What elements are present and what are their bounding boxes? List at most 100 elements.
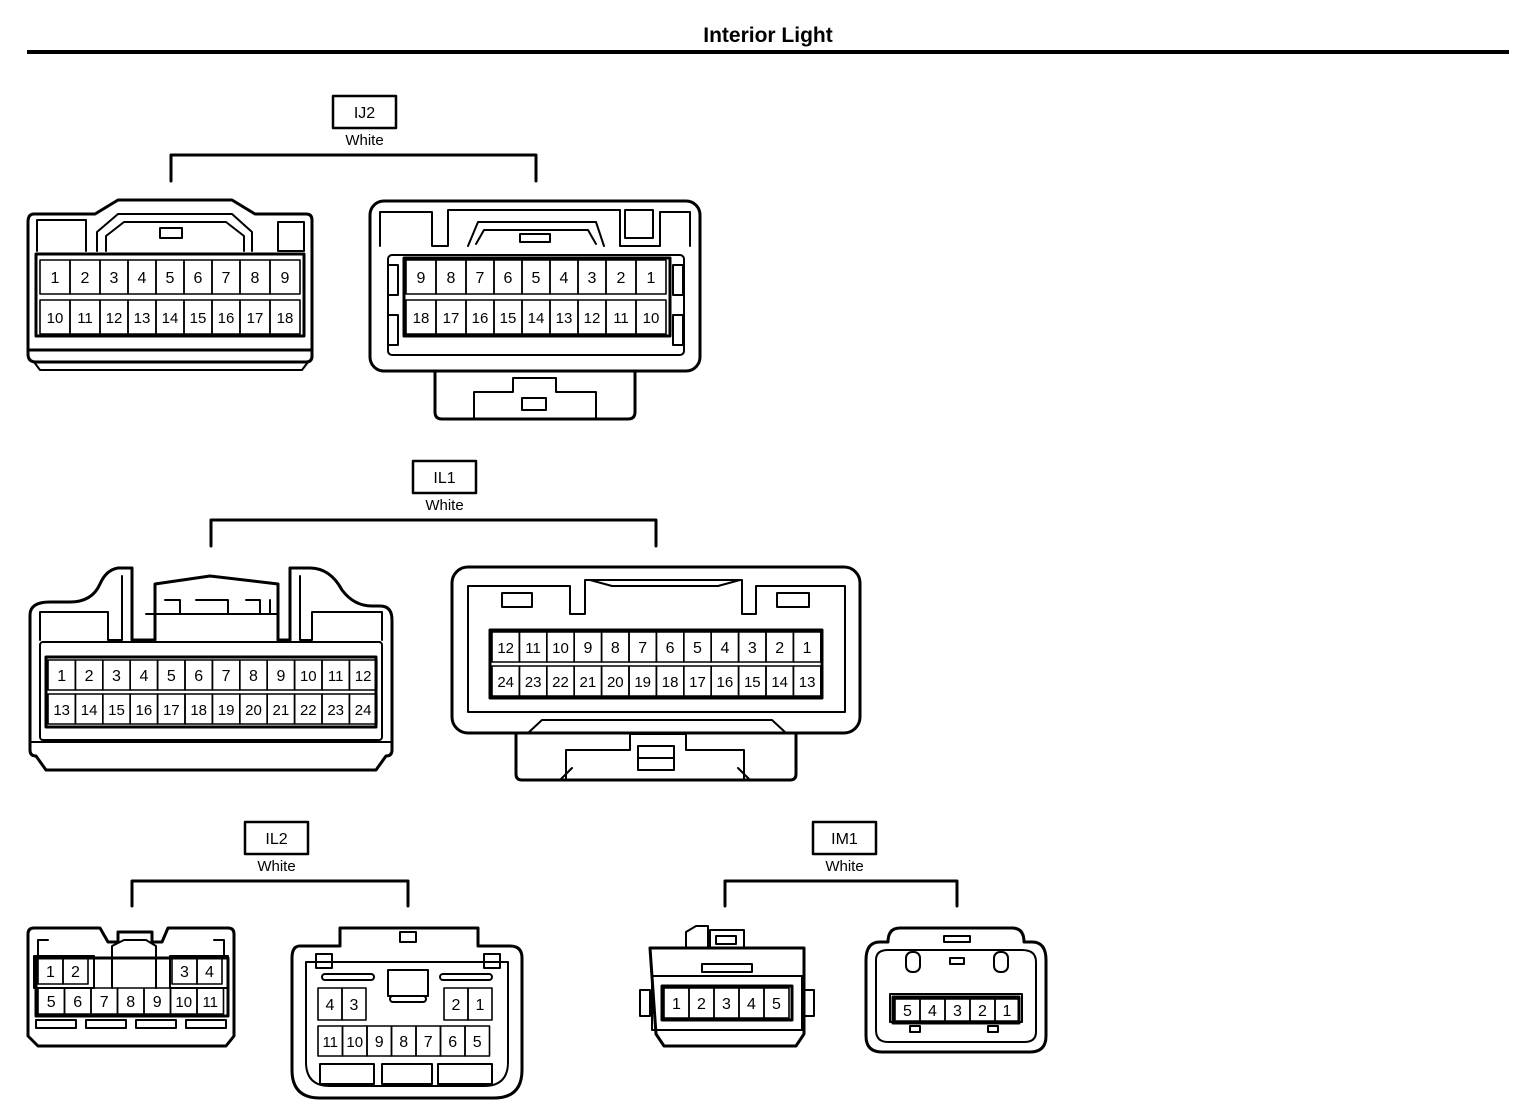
pin-number: 24 bbox=[355, 702, 372, 719]
pin-number: 1 bbox=[672, 996, 681, 1013]
connector-label-box bbox=[331, 94, 398, 130]
connector-label-box bbox=[411, 459, 478, 495]
connector-name: IM1 bbox=[831, 831, 858, 848]
pin-number: 3 bbox=[112, 668, 121, 685]
pin-number: 14 bbox=[771, 674, 788, 691]
ij2-male-body bbox=[368, 199, 702, 421]
il2-female-body bbox=[26, 926, 236, 1048]
pin-number: 5 bbox=[772, 996, 781, 1013]
pin-number: 2 bbox=[81, 270, 90, 287]
pin-number: 23 bbox=[525, 674, 542, 691]
im1-female-body bbox=[639, 925, 815, 1048]
pin-number: 24 bbox=[497, 674, 514, 691]
pin-number: 4 bbox=[720, 640, 729, 657]
pin-number: 4 bbox=[747, 996, 756, 1013]
pin-number: 4 bbox=[138, 270, 147, 287]
connector-label-box bbox=[811, 820, 878, 856]
pin-number: 7 bbox=[222, 270, 231, 287]
pin-number: 14 bbox=[81, 702, 98, 719]
pin-number: 11 bbox=[613, 310, 629, 327]
pin-number: 15 bbox=[744, 674, 761, 691]
pin-number: 6 bbox=[666, 640, 675, 657]
pin-number: 5 bbox=[166, 270, 175, 287]
pin-number: 12 bbox=[497, 640, 514, 657]
pin-number: 4 bbox=[139, 668, 148, 685]
pin-cell bbox=[635, 259, 667, 295]
pin-number: 5 bbox=[532, 270, 541, 287]
pin-number: 8 bbox=[611, 640, 620, 657]
pin-number: 12 bbox=[106, 310, 123, 327]
pin-cell bbox=[994, 998, 1020, 1022]
connector-color: White bbox=[425, 497, 463, 514]
pin-number: 16 bbox=[472, 310, 489, 327]
pin-number: 5 bbox=[903, 1003, 912, 1020]
pin-number: 1 bbox=[476, 997, 485, 1014]
pin-number: 12 bbox=[355, 668, 372, 685]
title-rule bbox=[27, 50, 1509, 54]
pin-cell bbox=[792, 631, 822, 663]
pin-number: 6 bbox=[194, 270, 203, 287]
connector-bracket bbox=[209, 518, 658, 548]
pin-number: 3 bbox=[110, 270, 119, 287]
pin-number: 9 bbox=[375, 1034, 384, 1051]
pin-number: 6 bbox=[73, 994, 82, 1011]
pin-number: 1 bbox=[51, 270, 60, 287]
pin-number: 3 bbox=[748, 640, 757, 657]
connector-name: IJ2 bbox=[354, 105, 375, 122]
pin-number: 8 bbox=[399, 1034, 408, 1051]
pin-number: 15 bbox=[190, 310, 207, 327]
pin-number: 11 bbox=[322, 1034, 338, 1051]
pin-number: 9 bbox=[583, 640, 592, 657]
pin-number: 5 bbox=[473, 1034, 482, 1051]
pin-number: 7 bbox=[476, 270, 485, 287]
connector-bracket bbox=[130, 879, 410, 908]
pin-number: 1 bbox=[647, 270, 656, 287]
pin-cell bbox=[348, 659, 378, 691]
pin-number: 18 bbox=[277, 310, 294, 327]
pin-number: 1 bbox=[57, 668, 66, 685]
pin-number: 1 bbox=[803, 640, 812, 657]
pin-number: 2 bbox=[617, 270, 626, 287]
pin-number: 20 bbox=[607, 674, 624, 691]
pin-number: 3 bbox=[180, 964, 189, 981]
pin-cell bbox=[62, 957, 89, 985]
connector-color: White bbox=[257, 858, 295, 875]
pin-number: 7 bbox=[100, 994, 109, 1011]
pin-number: 21 bbox=[273, 702, 290, 719]
pin-number: 8 bbox=[249, 668, 258, 685]
pin-number: 12 bbox=[584, 310, 601, 327]
pin-cell bbox=[763, 987, 790, 1019]
pin-number: 18 bbox=[662, 674, 679, 691]
pin-number: 15 bbox=[500, 310, 517, 327]
pin-number: 8 bbox=[126, 994, 135, 1011]
pin-number: 11 bbox=[77, 310, 93, 327]
pin-number: 3 bbox=[588, 270, 597, 287]
pin-number: 5 bbox=[167, 668, 176, 685]
pin-number: 8 bbox=[251, 270, 260, 287]
pin-cell bbox=[348, 693, 378, 725]
connector-bracket bbox=[169, 153, 538, 183]
pin-number: 10 bbox=[552, 640, 569, 657]
pin-number: 9 bbox=[417, 270, 426, 287]
pin-number: 17 bbox=[163, 702, 180, 719]
pin-cell bbox=[467, 987, 493, 1021]
pin-number: 10 bbox=[47, 310, 64, 327]
pin-number: 10 bbox=[175, 994, 192, 1011]
il1-female-body bbox=[28, 566, 394, 772]
pin-number: 22 bbox=[300, 702, 317, 719]
pin-number: 7 bbox=[222, 668, 231, 685]
connector-color: White bbox=[825, 858, 863, 875]
page-title: Interior Light bbox=[703, 24, 833, 47]
pin-number: 4 bbox=[205, 964, 214, 981]
pin-number: 14 bbox=[528, 310, 545, 327]
pin-number: 2 bbox=[697, 996, 706, 1013]
pin-number: 10 bbox=[643, 310, 660, 327]
